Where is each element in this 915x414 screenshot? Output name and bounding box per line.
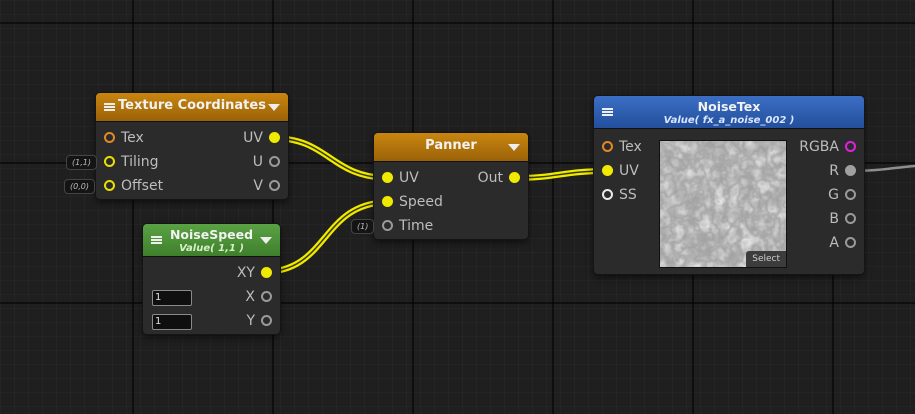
menu-icon[interactable]	[151, 236, 162, 244]
menu-icon[interactable]	[104, 103, 115, 111]
node-subtitle: Value( fx_a_noise_002 )	[663, 115, 795, 126]
select-texture-button[interactable]: Select	[746, 251, 786, 267]
node-header[interactable]: NoiseTex Value( fx_a_noise_002 )	[594, 96, 864, 129]
output-port-u[interactable]: U	[253, 152, 280, 172]
input-port-uv[interactable]: UV	[602, 161, 639, 181]
output-port-xy[interactable]: XY	[237, 263, 272, 283]
port-circle[interactable]	[845, 188, 856, 200]
port-circle[interactable]	[269, 155, 280, 167]
input-port-time[interactable]: Time	[382, 216, 433, 236]
dropdown-icon[interactable]	[508, 144, 520, 151]
port-circle[interactable]	[382, 171, 393, 183]
output-port-r[interactable]: R	[829, 161, 856, 181]
input-port-offset[interactable]: Offset	[104, 176, 163, 196]
port-circle[interactable]	[602, 164, 613, 176]
output-port-rgba[interactable]: RGBA	[799, 137, 856, 157]
port-circle[interactable]	[261, 314, 272, 326]
input-port-tex[interactable]: Tex	[104, 128, 144, 148]
noise-texture-image	[660, 141, 786, 267]
y-value-field[interactable]: 1	[152, 314, 192, 330]
input-port-tiling[interactable]: Tiling	[104, 152, 159, 172]
wire-texcoord-uv-to-panner-uv	[269, 135, 393, 181]
port-circle[interactable]	[269, 179, 280, 191]
input-port-speed[interactable]: Speed	[382, 192, 443, 212]
port-circle[interactable]	[104, 131, 115, 143]
node-panner[interactable]: Panner UV Speed Time Out	[374, 133, 528, 239]
node-title: Texture Coordinates	[118, 98, 266, 113]
port-circle[interactable]	[845, 212, 856, 224]
port-circle[interactable]	[602, 188, 613, 200]
node-header[interactable]: Panner	[374, 133, 528, 162]
output-port-v[interactable]: V	[253, 176, 280, 196]
node-subtitle: Value( 1,1 )	[179, 243, 244, 254]
port-circle[interactable]	[382, 195, 393, 207]
output-port-out[interactable]: Out	[478, 168, 520, 188]
output-port-b[interactable]: B	[829, 209, 856, 229]
wire-noisespeed-xy-to-panner-speed	[260, 199, 393, 275]
port-circle[interactable]	[261, 290, 272, 302]
node-title: NoiseSpeed	[169, 227, 254, 242]
texture-preview: Select	[659, 140, 787, 268]
offset-default-badge[interactable]: (0,0)	[64, 179, 95, 194]
port-circle[interactable]	[845, 164, 856, 176]
node-header[interactable]: NoiseSpeed Value( 1,1 )	[143, 224, 280, 257]
node-noise-speed[interactable]: NoiseSpeed Value( 1,1 ) XY X Y 1 1	[143, 224, 280, 334]
dropdown-icon[interactable]	[268, 104, 280, 111]
port-circle[interactable]	[269, 131, 280, 143]
port-circle[interactable]	[602, 140, 613, 152]
node-header[interactable]: Texture Coordinates	[96, 93, 288, 122]
node-noise-tex[interactable]: NoiseTex Value( fx_a_noise_002 ) Tex UV …	[594, 96, 864, 274]
time-default-badge[interactable]: (1)	[351, 219, 375, 234]
output-port-uv[interactable]: UV	[243, 128, 280, 148]
menu-icon[interactable]	[602, 108, 613, 116]
output-port-x[interactable]: X	[245, 287, 272, 307]
port-circle[interactable]	[382, 219, 393, 231]
port-circle[interactable]	[845, 140, 856, 152]
input-port-tex[interactable]: Tex	[602, 137, 642, 157]
node-title: Panner	[425, 138, 477, 153]
output-port-a[interactable]: A	[829, 233, 856, 253]
node-texture-coordinates[interactable]: Texture Coordinates Tex Tiling Offset UV…	[96, 93, 288, 199]
node-title: NoiseTex	[697, 99, 761, 114]
tiling-default-badge[interactable]: (1,1)	[66, 155, 97, 170]
port-circle[interactable]	[104, 155, 115, 167]
dropdown-icon[interactable]	[260, 237, 272, 244]
port-circle[interactable]	[261, 266, 272, 278]
port-circle[interactable]	[104, 179, 115, 191]
output-port-g[interactable]: G	[828, 185, 856, 205]
x-value-field[interactable]: 1	[152, 290, 192, 306]
port-circle[interactable]	[845, 236, 856, 248]
input-port-ss[interactable]: SS	[602, 185, 637, 205]
port-circle[interactable]	[509, 171, 520, 183]
output-port-y[interactable]: Y	[246, 311, 272, 331]
input-port-uv[interactable]: UV	[382, 168, 419, 188]
